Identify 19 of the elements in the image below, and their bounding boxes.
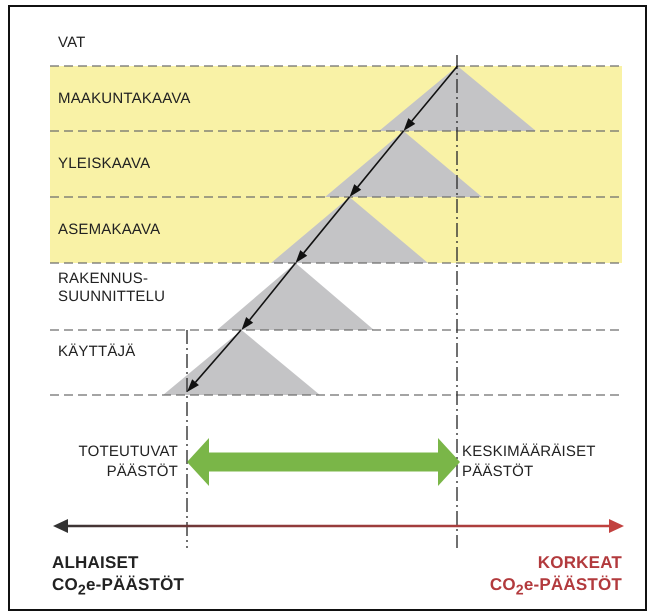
band-background <box>50 66 622 131</box>
double-arrow <box>187 438 460 486</box>
row-label: ASEMAKAAVA <box>58 221 160 239</box>
row-label: YLEISKAAVA <box>58 155 150 173</box>
arrow <box>350 130 404 197</box>
axis-label: ALHAISET CO$_{2}$e-PÄÄSTÖT <box>52 552 186 600</box>
row-label: MAAKUNTAKAAVA <box>58 90 191 108</box>
text-label: KESKIMÄÄRÄISET PÄÄSTÖT <box>462 442 596 482</box>
arrow <box>242 262 296 330</box>
axis-label: KORKEAT CO$_{2}$e-PÄÄSTÖT <box>488 552 622 600</box>
arrow <box>296 196 350 263</box>
arrow <box>187 329 242 392</box>
band-background <box>50 131 622 197</box>
arrow <box>404 65 458 131</box>
text-label: TOTEUTUVAT PÄÄSTÖT <box>78 442 178 482</box>
row-label: RAKENNUS- SUUNNITTELU <box>58 270 166 306</box>
row-label: VAT <box>58 34 87 52</box>
band-background <box>50 197 622 263</box>
row-label: KÄYTTÄJÄ <box>58 343 136 361</box>
